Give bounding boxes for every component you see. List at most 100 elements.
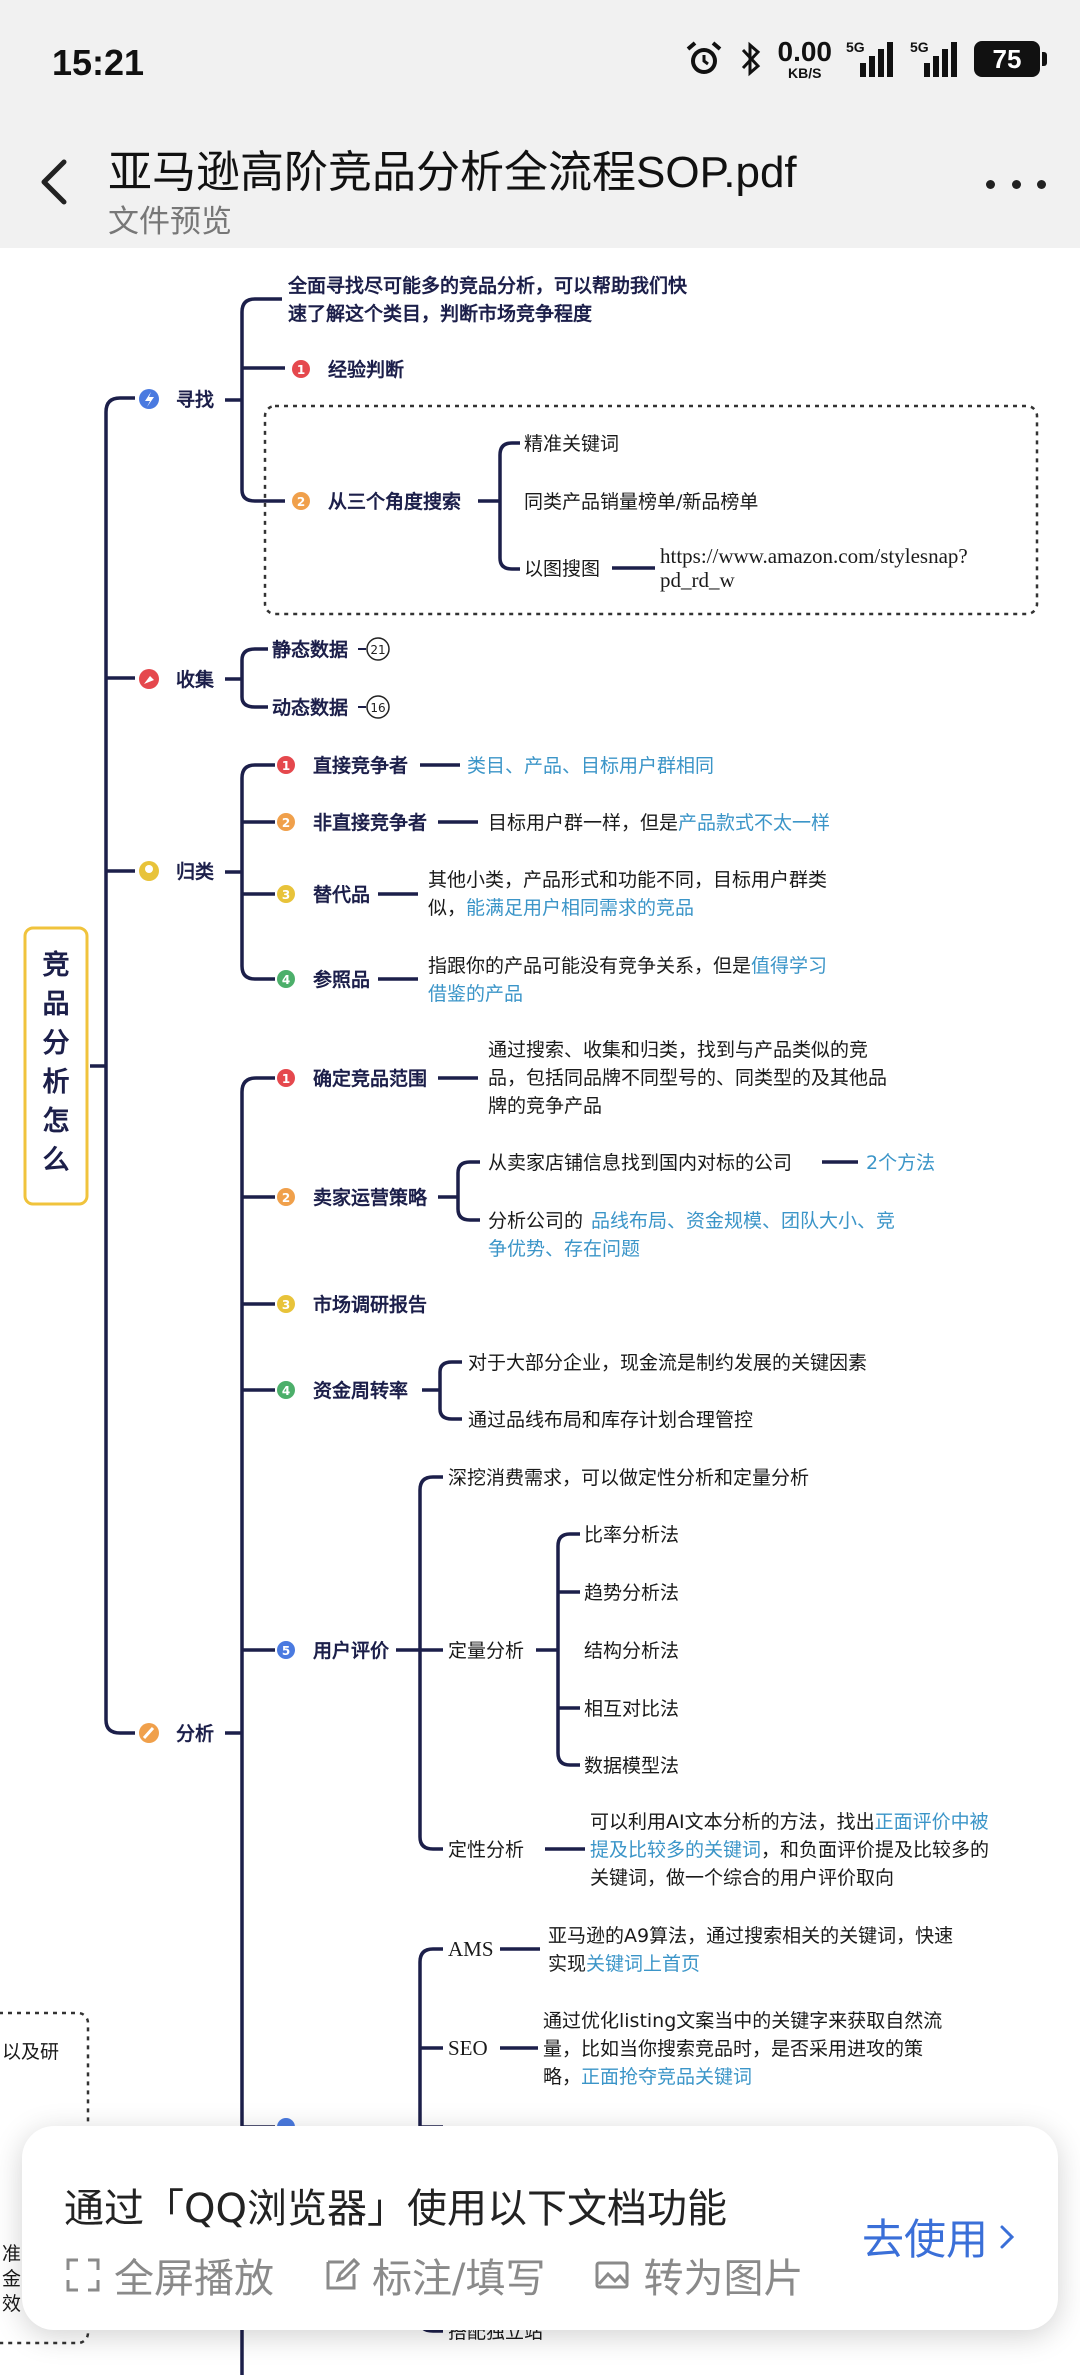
badge-1: 1 [277, 1069, 295, 1087]
seo-label: SEO [448, 2036, 488, 2060]
document-subtitle: 文件预览 [108, 204, 232, 240]
svg-text:21: 21 [370, 643, 385, 657]
root-char: 品 [43, 989, 70, 1020]
root-char: 析 [43, 1067, 70, 1098]
svg-text:4: 4 [282, 1384, 290, 1398]
stylesnap-link[interactable]: pd_rd_w [660, 568, 735, 592]
branch-analyze: 分析 [176, 1722, 214, 1745]
quant-method: 比率分析法 [584, 1524, 679, 1546]
net-speed: 0.00 KB/S [777, 36, 833, 81]
collect-dynamic: 动态数据 [272, 696, 348, 719]
qual-desc: 可以利用AI文本分析的方法，找出正面评价中被 [590, 1811, 989, 1833]
left-fragment: 以及研 [2, 2041, 59, 2063]
signal-icon-2: 5G [910, 39, 960, 79]
reference-desc: 指跟你的产品可能没有竞争关系，但是值得学习 [428, 955, 827, 977]
angle-item: 精准关键词 [524, 433, 619, 455]
quant-method: 趋势分析法 [584, 1582, 679, 1604]
qual-desc: 关键词，做一个综合的用户评价取向 [590, 1867, 894, 1889]
svg-text:1: 1 [282, 1072, 290, 1086]
classify-reference: 参照品 [313, 968, 370, 991]
find-item-experience: 经验判断 [328, 358, 404, 381]
branch-collect: 收集 [176, 668, 215, 691]
substitute-desc: 其他小类，产品形式和功能不同，目标用户群类 [428, 869, 827, 891]
svg-text:4: 4 [282, 973, 290, 987]
scope-desc: 牌的竞争产品 [488, 1095, 602, 1117]
svg-text:1: 1 [282, 759, 290, 773]
svg-text:2: 2 [282, 816, 290, 830]
angle-item: 以图搜图 [524, 558, 600, 580]
app-header: 亚马逊高阶竞品分析全流程SOP.pdf 文件预览 [0, 130, 1080, 248]
analyze-review: 用户评价 [313, 1639, 390, 1662]
more-options-button[interactable] [986, 174, 1046, 194]
svg-text:16: 16 [370, 701, 385, 715]
use-now-button[interactable]: 去使用 [862, 2206, 1018, 2267]
status-icons: 0.00 KB/S 5G 5G 75 [684, 36, 1047, 81]
quant-method: 数据模型法 [584, 1755, 679, 1777]
svg-text:3: 3 [282, 1298, 290, 1312]
direct-desc: 类目、产品、目标用户群相同 [467, 755, 714, 777]
classify-indirect: 非直接竞争者 [313, 811, 427, 834]
edit-icon [326, 2257, 360, 2290]
turnover-a: 对于大部分企业，现金流是制约发展的关键因素 [468, 1352, 867, 1374]
seller-a: 从卖家店铺信息找到国内对标的公司 [488, 1152, 792, 1174]
root-char: 么 [43, 1145, 70, 1176]
ams-desc: 亚马逊的A9算法，通过搜索相关的关键词，快速 [548, 1925, 953, 1947]
seo-desc: 通过优化listing文案当中的关键字来获取自然流 [543, 2010, 942, 2032]
turnover-b: 通过品线布局和库存计划合理管控 [468, 1409, 753, 1431]
left-fragment: 效 [2, 2293, 21, 2315]
bluetooth-icon [738, 39, 764, 79]
badge-5: 5 [277, 1641, 295, 1659]
collect-static: 静态数据 [272, 638, 348, 661]
branch-find: 寻找 [176, 389, 214, 411]
badge-4: 4 [277, 1381, 295, 1399]
badge-3: 3 [277, 885, 295, 903]
qual-analysis: 定性分析 [448, 1839, 524, 1861]
ams-desc: 实现关键词上首页 [548, 1953, 700, 1975]
left-fragment: 金, [2, 2268, 27, 2290]
alarm-icon [684, 39, 724, 79]
promo-title: 通过「QQ浏览器」使用以下文档功能 [64, 2186, 727, 2232]
analyze-seller: 卖家运营策略 [313, 1186, 428, 1209]
qual-desc: 提及比较多的关键词，和负面评价提及比较多的 [590, 1839, 989, 1861]
find-intro-line: 全面寻找尽可能多的竞品分析，可以帮助我们快 [287, 274, 688, 297]
feature-fullscreen[interactable]: 全屏播放 [64, 2246, 274, 2304]
back-button[interactable] [30, 152, 80, 212]
root-char: 怎 [43, 1106, 70, 1137]
badge-2: 2 [277, 813, 295, 831]
badge-1: 1 [292, 360, 310, 378]
chevron-right-icon [1000, 2225, 1015, 2248]
fullscreen-icon [66, 2258, 100, 2292]
mindmap: 竞 品 分 析 怎 么 寻找 收集 归类 分析 全面寻找尽可能多的竞品分析，可以… [0, 274, 1039, 2375]
substitute-desc: 似，能满足用户相同需求的竞品 [428, 897, 694, 919]
seller-b: 分析公司的品线布局、资金规模、团队大小、竞 [488, 1210, 895, 1232]
stylesnap-link[interactable]: https://www.amazon.com/stylesnap? [660, 544, 968, 568]
review-intro: 深挖消费需求，可以做定性分析和定量分析 [448, 1467, 809, 1489]
scope-desc: 通过搜索、收集和归类，找到与产品类似的竞 [488, 1039, 868, 1061]
svg-text:2: 2 [282, 1191, 290, 1205]
battery-icon: 75 [974, 41, 1047, 77]
qq-browser-promo: 通过「QQ浏览器」使用以下文档功能 去使用 全屏播放 标注/填写 转为图片 [22, 2126, 1058, 2330]
find-intro-line: 速了解这个类目，判断市场竞争程度 [288, 302, 593, 325]
analyze-scope: 确定竞品范围 [313, 1067, 427, 1090]
root-char: 分 [43, 1028, 70, 1059]
quant-method: 相互对比法 [584, 1698, 679, 1720]
left-fragment: 准 [2, 2243, 21, 2265]
analyze-turnover: 资金周转率 [313, 1379, 408, 1402]
root-char: 竞 [43, 949, 70, 981]
branch-classify: 归类 [176, 860, 214, 883]
analyze-market: 市场调研报告 [313, 1293, 427, 1316]
seller-b: 争优势、存在问题 [488, 1238, 640, 1260]
seo-desc: 略，正面抢夺竞品关键词 [543, 2066, 752, 2088]
quant-method: 结构分析法 [584, 1640, 679, 1662]
seo-desc: 量，比如当你搜索竞品时，是否采用进攻的策 [543, 2038, 923, 2060]
badge-3: 3 [277, 1295, 295, 1313]
seller-methods-link[interactable]: 2个方法 [866, 1152, 935, 1174]
angle-item: 同类产品销量榜单/新品榜单 [524, 491, 758, 513]
feature-annotate[interactable]: 标注/填写 [322, 2246, 545, 2304]
indirect-desc: 目标用户群一样，但是产品款式不太一样 [488, 812, 830, 834]
reference-desc: 借鉴的产品 [428, 983, 523, 1005]
feature-to-image[interactable]: 转为图片 [593, 2246, 803, 2304]
pdf-preview[interactable]: 竞 品 分 析 怎 么 寻找 收集 归类 分析 全面寻找尽可能多的竞品分析，可以… [0, 248, 1080, 2375]
svg-text:2: 2 [297, 495, 305, 509]
quant-analysis: 定量分析 [448, 1640, 524, 1662]
